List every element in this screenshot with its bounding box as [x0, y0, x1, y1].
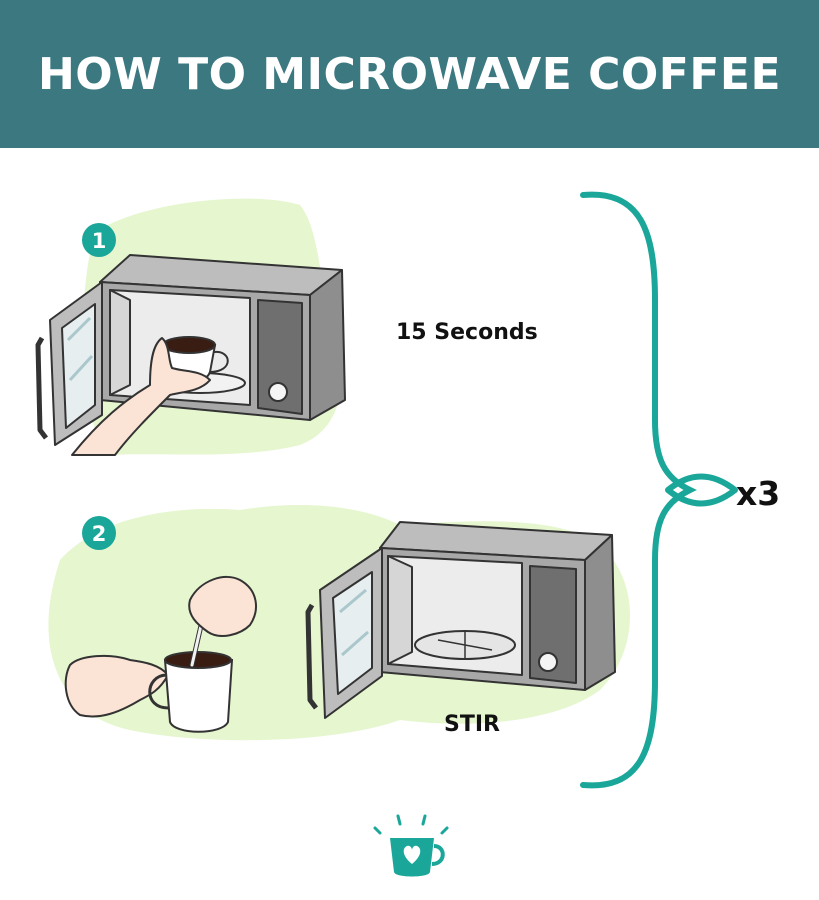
repeat-label: x3 — [736, 474, 781, 513]
step-2-badge: 2 — [82, 516, 116, 550]
step-1-badge: 1 — [82, 223, 116, 257]
hand-icon — [188, 575, 257, 637]
page-title: HOW TO MICROWAVE COFFEE — [37, 48, 782, 100]
bracket-icon — [665, 473, 738, 507]
coffee-cup-icon — [148, 651, 234, 733]
instruction-diagram: 1 2 — [35, 191, 738, 877]
step-2-number: 2 — [92, 522, 107, 546]
step-1-number: 1 — [92, 229, 107, 253]
step-2-label: STIR — [444, 712, 500, 737]
mug-heart-icon — [373, 814, 449, 877]
microwave-icon — [35, 254, 346, 446]
step-1-label: 15 Seconds — [396, 320, 538, 345]
hand-icon — [64, 654, 169, 718]
hand-icon — [71, 337, 211, 456]
header-banner: HOW TO MICROWAVE COFFEE — [0, 0, 819, 148]
bracket-icon — [580, 191, 697, 789]
microwave-icon — [305, 521, 616, 719]
